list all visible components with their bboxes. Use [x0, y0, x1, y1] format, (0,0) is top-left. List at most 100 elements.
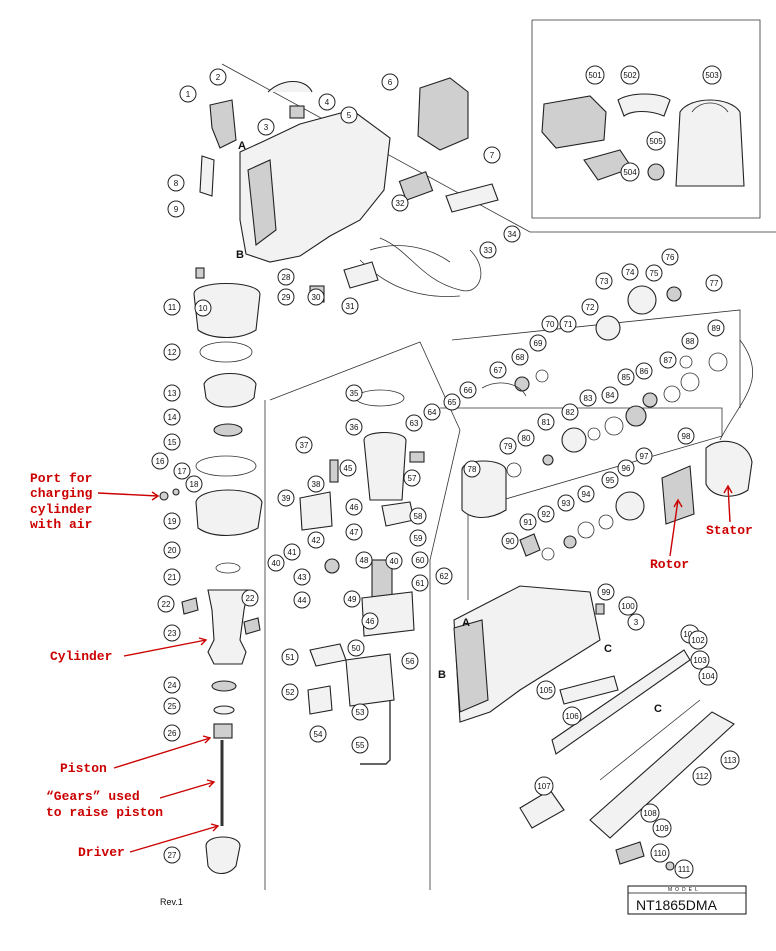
callout-8: 8 — [167, 174, 185, 192]
callout-54: 54 — [309, 725, 327, 743]
callout-circle — [519, 513, 537, 531]
callout-12: 12 — [163, 343, 181, 361]
callout-number: 10 — [199, 304, 208, 313]
callout-circle — [601, 471, 619, 489]
callout-circle — [167, 200, 185, 218]
callout-65: 65 — [443, 393, 461, 411]
callout-circle — [621, 263, 639, 281]
callout-2: 2 — [209, 68, 227, 86]
callout-number: 87 — [664, 356, 673, 365]
port-label-line2: charging — [30, 486, 93, 501]
callout-circle — [707, 319, 725, 337]
callout-71: 71 — [559, 315, 577, 333]
callout-circle — [163, 433, 181, 451]
assembly-letter-c1: C — [604, 643, 612, 655]
callout-82: 82 — [561, 403, 579, 421]
callout-76: 76 — [661, 248, 679, 266]
callout-number: 49 — [348, 595, 357, 604]
assembly-letter-a2: A — [462, 617, 470, 629]
callout-number: 53 — [356, 708, 365, 717]
callout-number: 81 — [542, 418, 551, 427]
callout-47: 47 — [345, 523, 363, 541]
callout-83: 83 — [579, 389, 597, 407]
callout-circle — [179, 85, 197, 103]
callout-40: 40 — [385, 552, 403, 570]
gears-arrow — [159, 779, 216, 799]
callout-number: 109 — [655, 824, 669, 833]
callout-circle — [479, 241, 497, 259]
callout-number: 16 — [156, 457, 165, 466]
callout-3: 3 — [257, 118, 275, 136]
callout-circle — [559, 315, 577, 333]
callout-circle — [351, 736, 369, 754]
callout-circle — [309, 725, 327, 743]
callout-number: 66 — [464, 386, 473, 395]
callout-505: 505 — [646, 131, 666, 151]
callout-62: 62 — [435, 567, 453, 585]
callout-number: 8 — [174, 179, 179, 188]
callout-number: 73 — [600, 277, 609, 286]
callout-501: 501 — [585, 65, 605, 85]
callout-number: 90 — [506, 537, 515, 546]
callout-88: 88 — [681, 332, 699, 350]
callout-45: 45 — [339, 459, 357, 477]
callout-59: 59 — [409, 529, 427, 547]
cylinder-column-illustration — [159, 267, 263, 875]
callout-circle — [635, 362, 653, 380]
driver-arrow — [129, 823, 220, 853]
callout-circle — [295, 436, 313, 454]
callout-circle — [720, 750, 740, 770]
callout-102: 102 — [688, 630, 708, 650]
callout-circle — [163, 697, 181, 715]
callout-number: 20 — [168, 546, 177, 555]
callout-number: 79 — [504, 442, 513, 451]
callout-37: 37 — [295, 436, 313, 454]
callout-circle — [293, 568, 311, 586]
callout-75: 75 — [645, 264, 663, 282]
callout-14: 14 — [163, 408, 181, 426]
callout-number: 71 — [564, 320, 573, 329]
callout-number: 111 — [678, 865, 691, 874]
callout-number: 74 — [626, 268, 635, 277]
callout-circle — [627, 613, 645, 631]
callout-number: 39 — [282, 494, 291, 503]
callout-circle — [281, 648, 299, 666]
callout-number: 67 — [494, 366, 503, 375]
callout-circle — [688, 630, 708, 650]
callout-circle — [483, 146, 501, 164]
callout-number: 83 — [584, 394, 593, 403]
callout-circle — [698, 666, 718, 686]
callout-number: 110 — [654, 849, 667, 858]
callout-number: 69 — [534, 339, 543, 348]
gears-label-line2: to raise piston — [46, 805, 163, 820]
callout-circle — [503, 225, 521, 243]
callout-circle — [157, 595, 175, 613]
callout-number: 97 — [640, 452, 649, 461]
callout-27: 27 — [163, 846, 181, 864]
callout-circle — [185, 475, 203, 493]
callout-number: 55 — [356, 741, 365, 750]
callout-circle — [345, 498, 363, 516]
callout-number: 56 — [406, 657, 415, 666]
callout-circle — [163, 724, 181, 742]
callout-89: 89 — [707, 319, 725, 337]
callout-number: 11 — [168, 303, 177, 312]
callout-circle — [463, 460, 481, 478]
callout-circle — [517, 429, 535, 447]
callout-68: 68 — [511, 348, 529, 366]
callout-103: 103 — [690, 650, 710, 670]
callout-28: 28 — [277, 268, 295, 286]
callout-circle — [241, 589, 259, 607]
port-arrow — [97, 491, 160, 501]
callout-39: 39 — [277, 489, 295, 507]
mechanism-illustration — [299, 389, 425, 765]
callout-10: 10 — [194, 299, 212, 317]
callout-30: 30 — [307, 288, 325, 306]
callout-circle — [690, 650, 710, 670]
callout-34: 34 — [503, 225, 521, 243]
callout-circle — [340, 106, 358, 124]
callout-110: 110 — [650, 843, 670, 863]
callout-circle — [459, 381, 477, 399]
callout-number: 38 — [312, 480, 321, 489]
callout-circle — [277, 268, 295, 286]
